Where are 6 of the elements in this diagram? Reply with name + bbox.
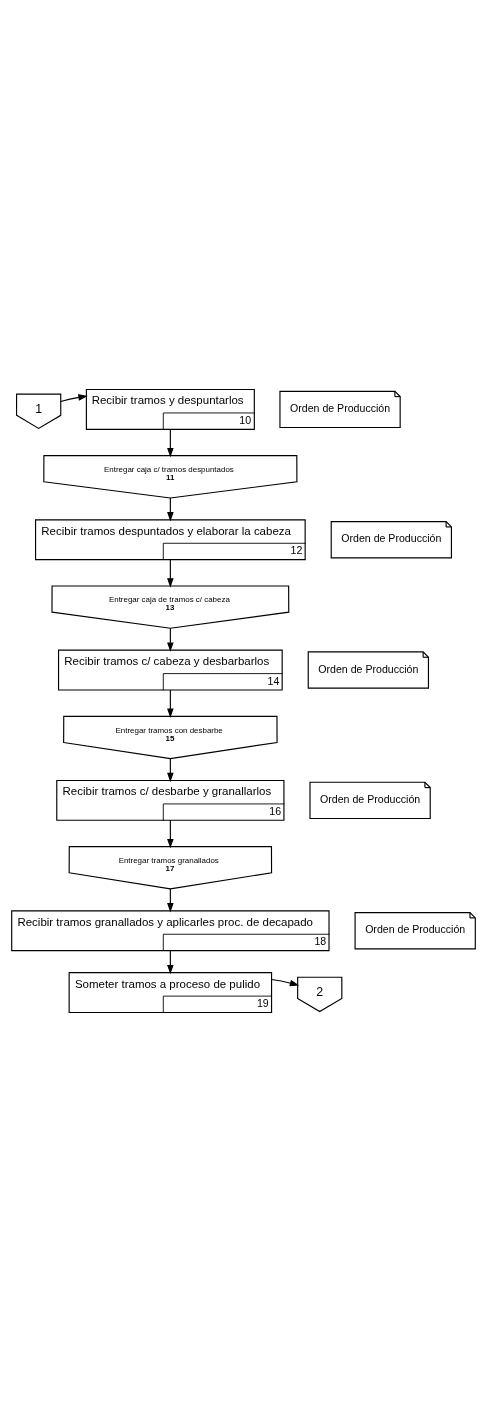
arrow	[167, 689, 174, 718]
arrow	[167, 819, 174, 849]
arrow	[271, 978, 300, 987]
arrow	[167, 428, 174, 458]
arrow	[60, 394, 88, 403]
arrow	[167, 559, 174, 588]
